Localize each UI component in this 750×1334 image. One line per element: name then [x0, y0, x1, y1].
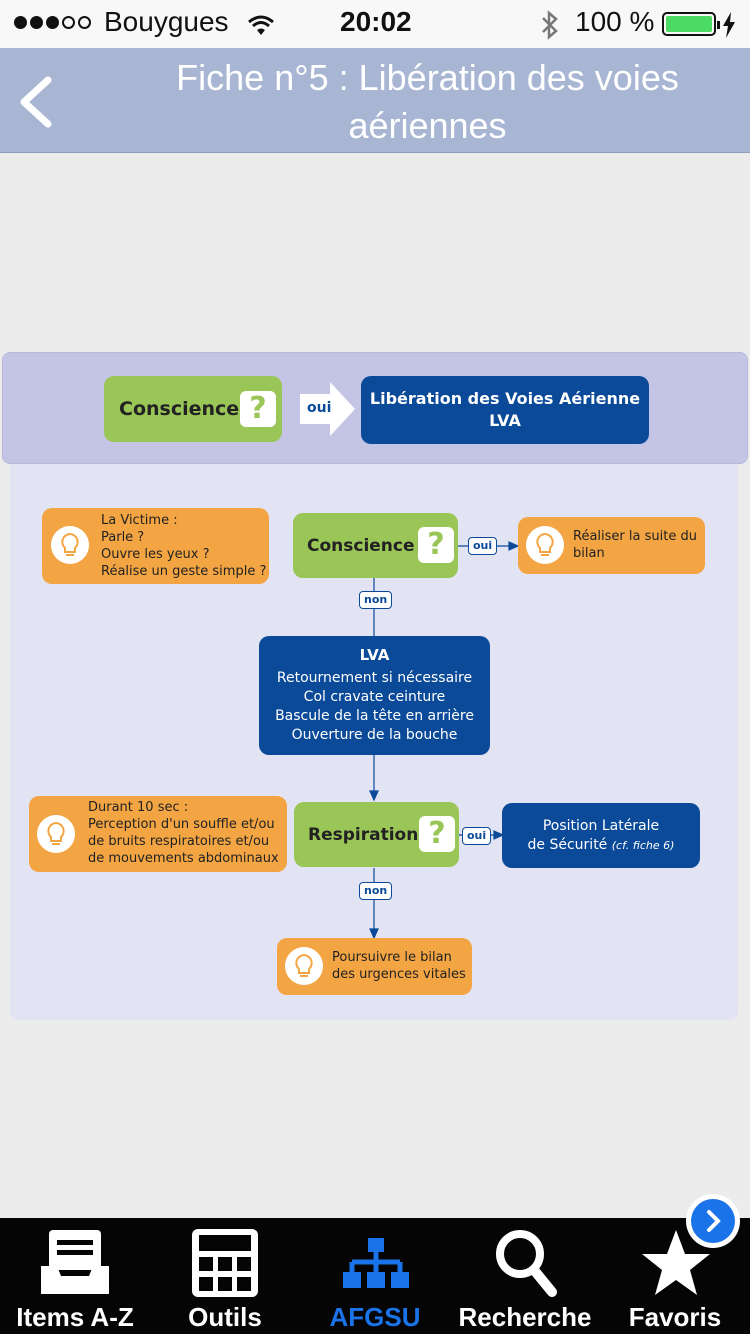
hint-breathing-box: Durant 10 sec :Perception d'un souffle e…	[29, 796, 287, 872]
charging-icon	[723, 12, 735, 38]
calculator-icon	[192, 1229, 258, 1297]
respiration-question-box: Respiration ?	[294, 802, 459, 867]
lightbulb-icon	[51, 526, 89, 564]
bluetooth-icon	[542, 10, 558, 40]
lightbulb-icon	[526, 526, 564, 564]
battery-icon	[662, 12, 720, 36]
tab-favoris[interactable]: Favoris	[600, 1218, 750, 1334]
next-page-button[interactable]	[686, 1194, 740, 1248]
tab-afgsu[interactable]: AFGSU	[300, 1218, 450, 1334]
back-chevron-icon[interactable]	[14, 72, 64, 132]
wifi-icon	[248, 15, 274, 35]
magnifier-icon	[496, 1230, 557, 1297]
battery-percent: 100 %	[575, 6, 655, 37]
page-title: Fiche n°5 : Libération des voies aérienn…	[176, 57, 679, 146]
conscience-question-box: Conscience ?	[293, 513, 458, 578]
oui-label: oui	[468, 537, 498, 555]
lightbulb-icon	[37, 815, 75, 853]
navigation-bar: Fiche n°5 : Libération des voies aérienn…	[0, 48, 750, 153]
pls-box: Position Latérale de Sécurité (cf. fiche…	[502, 803, 700, 868]
tab-bar: Items A-Z Outils AFGSU Recherche	[0, 1218, 750, 1334]
non-label: non	[359, 882, 393, 900]
question-icon: ?	[418, 527, 454, 563]
summary-arrow-icon	[300, 382, 355, 436]
status-bar: Bouygues 20:02 100 %	[0, 0, 750, 48]
tab-recherche[interactable]: Recherche	[450, 1218, 600, 1334]
summary-conscience-box: Conscience ?	[104, 376, 282, 442]
oui-label: oui	[462, 827, 492, 845]
inbox-icon	[41, 1230, 109, 1294]
org-chart-icon	[343, 1238, 409, 1288]
non-label: non	[359, 591, 393, 609]
hint-victim-box: La Victime :Parle ?Ouvre les yeux ?Réali…	[42, 508, 269, 584]
lva-actions-box: LVA Retournement si nécessaire Col crava…	[259, 636, 490, 755]
carrier-name: Bouygues	[104, 6, 229, 37]
summary-lva-box: Libération des Voies Aérienne LVA	[361, 376, 649, 444]
star-icon	[642, 1230, 710, 1295]
question-icon: ?	[240, 391, 276, 427]
signal-strength-icon	[14, 16, 91, 29]
summary-oui-label: oui	[307, 400, 332, 416]
tab-outils[interactable]: Outils	[150, 1218, 300, 1334]
tab-items-a-z[interactable]: Items A-Z	[0, 1218, 150, 1334]
clock: 20:02	[340, 6, 412, 37]
lightbulb-icon	[285, 947, 323, 985]
chevron-right-icon	[691, 1199, 735, 1243]
question-icon: ?	[419, 816, 455, 852]
